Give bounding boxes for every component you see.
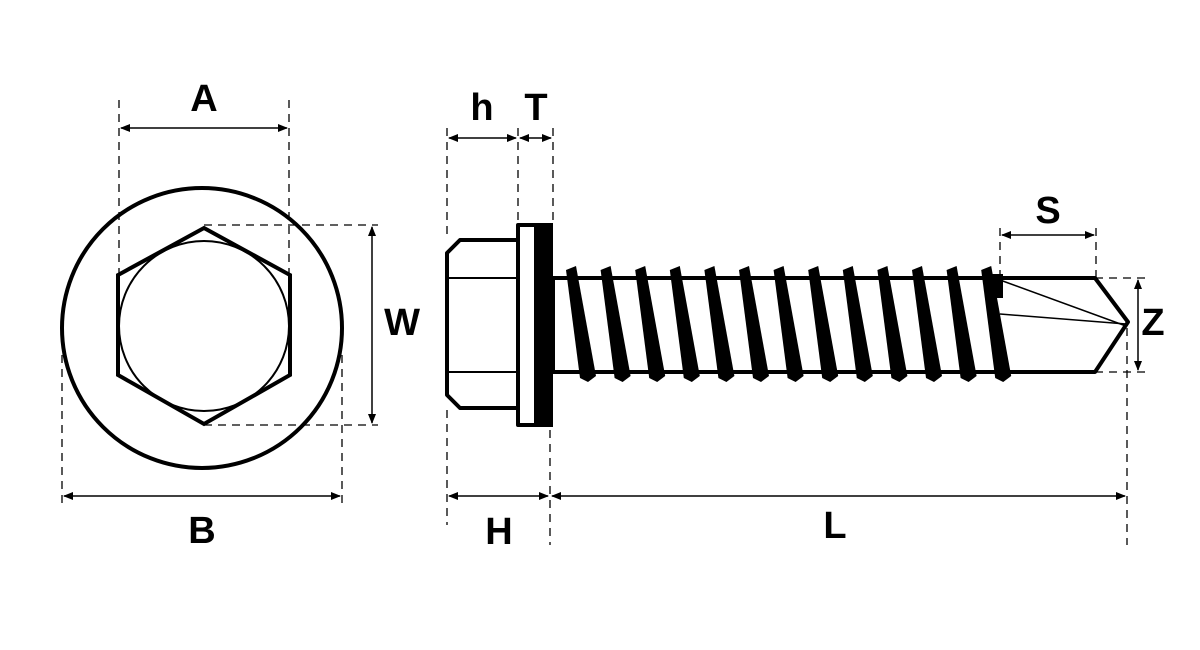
thread-flute	[669, 266, 700, 382]
screw-side-view	[445, 223, 1130, 427]
shank-outline	[551, 276, 1130, 374]
thread-flute	[704, 266, 735, 382]
label-W: W	[384, 302, 420, 344]
thread-flute	[946, 266, 977, 382]
label-H: H	[485, 511, 512, 553]
washer-side	[516, 223, 538, 427]
thread-flute	[808, 266, 839, 382]
label-A: A	[190, 78, 217, 120]
thread-flute	[773, 266, 804, 382]
label-S: S	[1035, 190, 1060, 232]
hex-head-side	[445, 238, 520, 410]
top-view-extension-lines	[61, 100, 378, 505]
thread-flute	[877, 266, 908, 382]
label-B: B	[188, 510, 215, 552]
label-Z: Z	[1141, 302, 1164, 344]
thread-flute	[842, 266, 873, 382]
side-view-extension-lines	[446, 128, 1150, 545]
hex-head-outline	[116, 225, 292, 427]
thread-flute	[912, 266, 942, 382]
thread-flute	[739, 266, 769, 382]
dimension-labels: A B W h T H L S Z	[188, 78, 1164, 553]
epdm-seal	[536, 223, 553, 427]
label-h: h	[470, 87, 493, 129]
thread-flute	[635, 266, 666, 382]
thread-flute	[600, 266, 631, 382]
top-view-dimensions	[63, 124, 376, 500]
washer-outer-circle	[60, 186, 344, 470]
label-L: L	[823, 505, 846, 547]
drill-notch	[985, 274, 1003, 298]
hex-inner-circle	[118, 240, 290, 412]
side-view-dimensions	[448, 134, 1142, 500]
head-top-view	[60, 186, 344, 470]
thread-flute	[566, 266, 596, 382]
label-T: T	[524, 87, 547, 129]
